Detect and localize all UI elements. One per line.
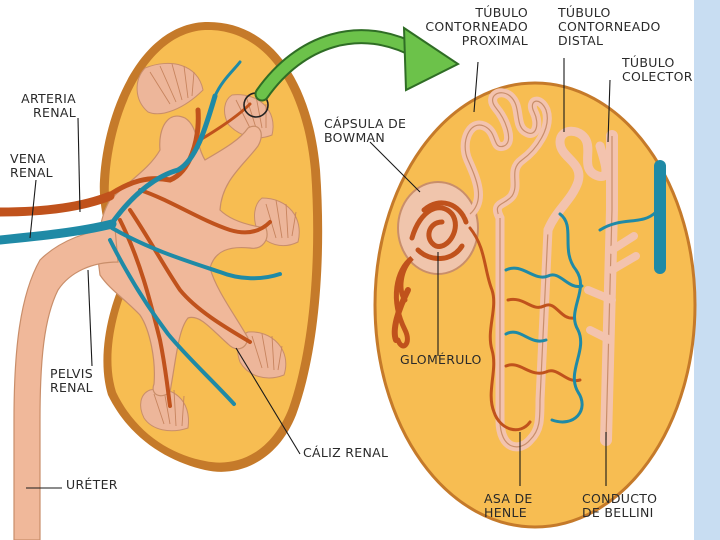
distal-tubule	[543, 126, 611, 235]
zoom-arrow	[254, 26, 460, 102]
nephron-magnified	[373, 81, 697, 529]
label-caliz-renal: CÁLIZ RENAL	[303, 445, 389, 460]
loop-of-henle	[495, 213, 553, 452]
proximal-tubule-outline	[464, 92, 548, 219]
label-glomerulo: GLOMÉRULO	[400, 352, 482, 367]
label-ureter: URÉTER	[66, 477, 118, 492]
glomerulus	[393, 200, 469, 349]
collecting-duct-branches	[584, 232, 640, 344]
afferent-arteriole	[391, 287, 411, 343]
leader-lines	[26, 58, 611, 489]
renal-veins	[0, 60, 282, 406]
renal-arteries	[0, 102, 272, 408]
peritubular-capillaries-red	[468, 226, 582, 432]
peritubular-capillaries-blue	[504, 210, 658, 424]
kidney-cross-section	[0, 21, 323, 540]
side-strip	[694, 0, 720, 540]
